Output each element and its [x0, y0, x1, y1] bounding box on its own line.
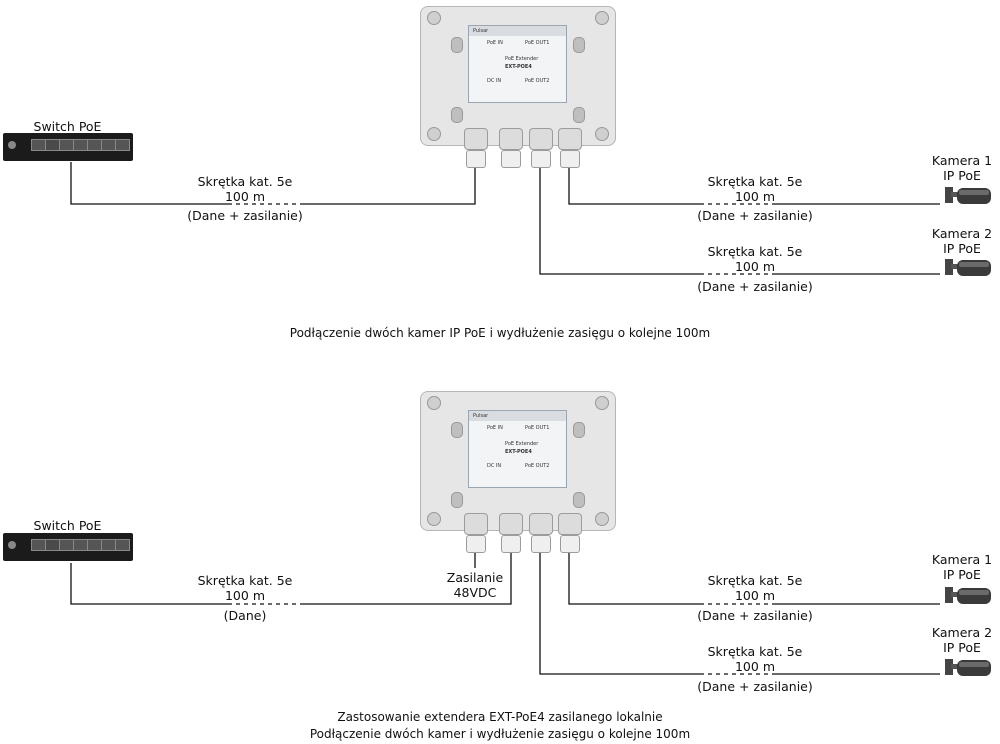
cable-label-cam2-2: Skrętka kat. 5e 100 m: [707, 644, 803, 674]
camera1-icon: [945, 187, 991, 204]
cable-gland: [466, 535, 486, 553]
switch-label-2: Switch PoE: [33, 518, 102, 533]
cable-note-cam1: (Dane + zasilanie): [697, 208, 813, 223]
wire-extender-to-camera2-2: [539, 553, 940, 675]
cable-gland: [466, 150, 486, 168]
cable-gland: [531, 150, 551, 168]
extender-enclosure: Pulsar PoE IN PoE OUT1 PoE Extender EXT-…: [420, 6, 616, 146]
camera2-icon: [945, 259, 991, 276]
poe-switch: [3, 133, 133, 161]
wire-extender-to-camera1-2: [568, 553, 940, 605]
camera2-label: Kamera 2 IP PoE: [931, 226, 993, 256]
cable-note-left: (Dane + zasilanie): [187, 208, 303, 223]
cable-note-cam1-2: (Dane + zasilanie): [697, 608, 813, 623]
caption-panel2: Zastosowanie extendera EXT-PoE4 zasilane…: [309, 710, 691, 741]
cable-note-cam2: (Dane + zasilanie): [697, 279, 813, 294]
wire-extender-to-camera2: [539, 168, 940, 275]
cable-label-cam1-2: Skrętka kat. 5e 100 m: [707, 573, 803, 603]
cable-gland: [531, 535, 551, 553]
poe-switch-2: [3, 533, 133, 561]
cable-gland: [560, 535, 580, 553]
cable-label-left-2: Skrętka kat. 5e 100 m: [197, 573, 293, 603]
camera2-label-2: Kamera 2 IP PoE: [931, 625, 993, 655]
poe-extender-module: Pulsar PoE IN PoE OUT1 PoE Extender EXT-…: [468, 25, 567, 103]
cable-label-cam2: Skrętka kat. 5e 100 m: [707, 244, 803, 274]
wire-extender-to-camera1: [568, 168, 940, 205]
switch-label: Switch PoE: [33, 119, 102, 134]
camera1-label: Kamera 1 IP PoE: [931, 153, 993, 183]
camera1-icon-2: [945, 587, 991, 604]
cable-label-cam1: Skrętka kat. 5e 100 m: [707, 174, 803, 204]
camera1-label-2: Kamera 1 IP PoE: [931, 552, 993, 582]
cable-note-left-2: (Dane): [223, 608, 267, 623]
camera2-icon-2: [945, 659, 991, 676]
power-label: Zasilanie 48VDC: [446, 570, 504, 600]
cable-label-left: Skrętka kat. 5e 100 m: [197, 174, 293, 204]
cable-gland: [501, 535, 521, 553]
poe-extender-module-2: Pulsar PoE IN PoE OUT1 PoE Extender EXT-…: [468, 410, 567, 488]
cable-gland: [501, 150, 521, 168]
cable-gland: [560, 150, 580, 168]
cable-note-cam2-2: (Dane + zasilanie): [697, 679, 813, 694]
caption-panel1: Podłączenie dwóch kamer IP PoE i wydłuże…: [289, 326, 711, 340]
extender-enclosure-2: Pulsar PoE IN PoE OUT1 PoE Extender EXT-…: [420, 391, 616, 531]
